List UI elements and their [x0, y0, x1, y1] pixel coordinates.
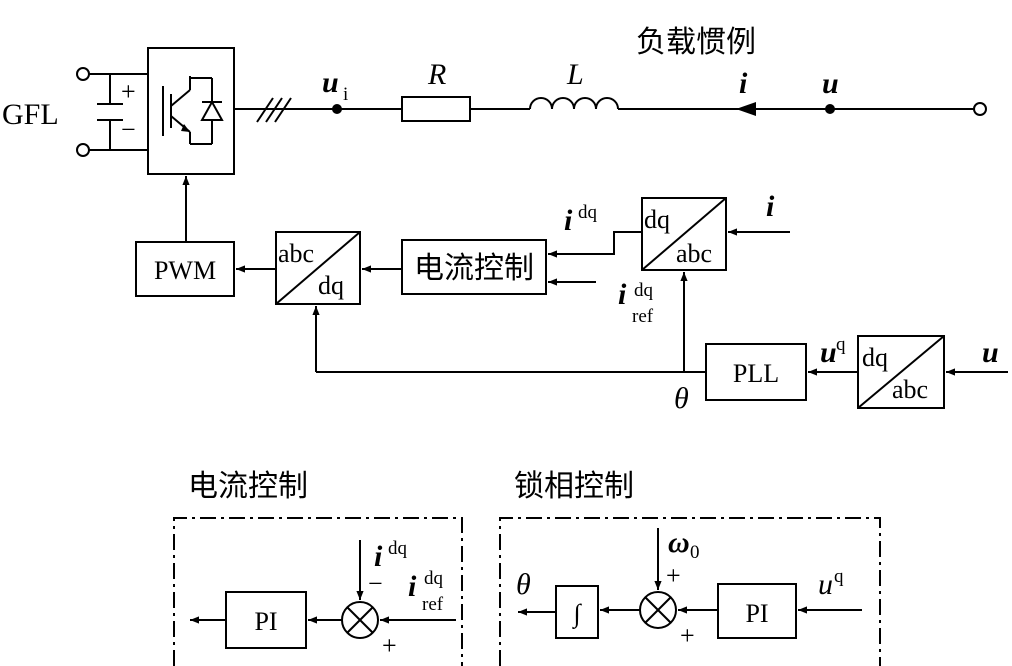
uq-sup: q [836, 334, 846, 355]
idq-feedback-arrow [548, 231, 642, 258]
cc-iref-sup: dq [424, 568, 444, 589]
pll-integrator-block [555, 585, 599, 639]
pll-integrator-label: ∫ [571, 599, 582, 629]
pwm-block [135, 241, 235, 297]
current-label: i [739, 67, 748, 100]
node-u [825, 104, 835, 114]
dc-terminals [76, 67, 148, 157]
dq-abc-1-bottom: abc [676, 239, 712, 268]
dc-capacitor-icon [97, 103, 123, 121]
pll-omega-sub: 0 [690, 542, 700, 563]
iref-sub: ref [632, 306, 654, 327]
u-input-label: u [982, 336, 999, 369]
cc-idq-label: i [374, 540, 383, 573]
cc-pi-label: PI [254, 607, 277, 636]
pll-pi-block [717, 583, 797, 639]
pll-uq-label: u [818, 568, 833, 601]
pll-uq-sup: q [834, 566, 844, 587]
capacitor-minus: − [121, 115, 136, 144]
pll-theta-label: θ [516, 568, 531, 601]
node-ui [332, 104, 342, 114]
uq-label: u [820, 336, 837, 369]
idq-label: i [564, 204, 573, 237]
idq-sup: dq [578, 202, 598, 223]
load-convention-title: 负载惯例 [636, 25, 756, 60]
current-control-detail-frame [173, 517, 463, 666]
node-ui-label: u [322, 66, 339, 99]
cc-minus-sign: − [368, 569, 383, 598]
pll-plus-top: + [666, 561, 681, 590]
current-control-detail-title: 电流控制 [188, 469, 308, 504]
dq-abc-1-diagonal [641, 197, 727, 271]
gfl-source-label: GFL [2, 98, 59, 131]
cc-pi-block [225, 591, 307, 649]
cc-plus-sign: + [382, 631, 397, 660]
abc-dq-top: abc [278, 239, 314, 268]
pll-pi-label: PI [745, 599, 768, 628]
dq-abc-2-bottom: abc [892, 375, 928, 404]
dq-abc-1-top: dq [644, 205, 670, 234]
current-control-label: 电流控制 [414, 251, 534, 286]
inductor-label: L [566, 58, 584, 91]
grid-voltage-label: u [822, 67, 839, 100]
capacitor-plus: + [121, 77, 136, 106]
pll-label: PLL [733, 359, 779, 388]
grid-terminal [973, 102, 987, 116]
iref-sup: dq [634, 280, 654, 301]
dq-abc-2-top: dq [862, 343, 888, 372]
current-control-block [401, 239, 547, 295]
i-input-label: i [766, 190, 775, 223]
iref-label: i [618, 278, 627, 311]
igbt-switch-icon [162, 76, 213, 145]
resistor [401, 96, 471, 122]
diode-icon [200, 99, 224, 121]
dq-abc-2-diagonal [857, 335, 945, 409]
cc-summing-junction-icon [341, 601, 379, 639]
pll-omega-label: ω [668, 526, 690, 559]
theta-label: θ [674, 382, 689, 415]
pll-detail-title: 锁相控制 [514, 469, 634, 504]
pll-detail-frame [499, 517, 881, 666]
inductor-icon [529, 97, 619, 110]
pll-block [705, 343, 807, 401]
abc-dq-bottom: dq [318, 271, 344, 300]
pwm-label: PWM [154, 256, 216, 285]
node-ui-sub: i [343, 84, 348, 105]
resistor-label: R [427, 58, 446, 91]
pll-summing-junction-icon [639, 591, 677, 629]
pll-plus-bottom: + [680, 621, 695, 650]
inverter-box [147, 47, 235, 175]
three-phase-marks [256, 97, 292, 123]
cc-idq-sup: dq [388, 538, 408, 559]
cc-iref-sub: ref [422, 594, 444, 615]
current-direction-arrow [736, 102, 756, 116]
cc-iref-label: i [408, 570, 417, 603]
abc-dq-diagonal [275, 231, 361, 305]
